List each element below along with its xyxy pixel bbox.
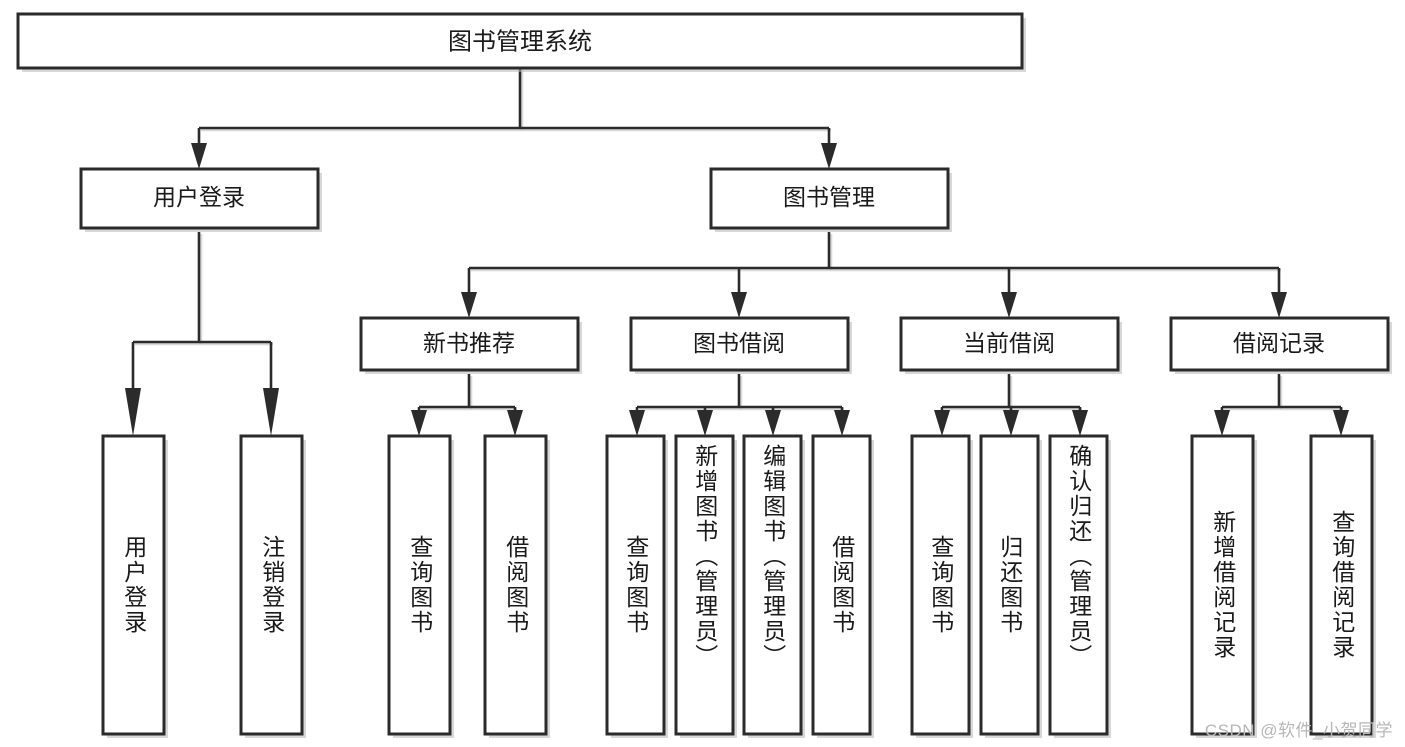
node-current-borrow-box[interactable] — [899, 316, 1120, 372]
leaf-box-newbook-query[interactable] — [387, 434, 452, 736]
node-current-borrow-label: 当前借阅 — [963, 330, 1055, 356]
node-new-book-recommend-label: 新书推荐 — [423, 330, 515, 356]
arrow-head-book-borrow — [731, 292, 747, 318]
node-book-borrow-box[interactable] — [629, 316, 850, 372]
edge-group-root-to-level2 — [191, 68, 837, 169]
edge-group-currentborrow-to-leaves — [934, 374, 1088, 436]
node-book-borrow-label: 图书借阅 — [693, 330, 785, 356]
leaf-box-currentborrow-return[interactable] — [979, 434, 1040, 736]
node-root-box[interactable] — [16, 12, 1024, 70]
arrow-head-book-manage — [821, 143, 837, 169]
edge-group-bookmanage-to-level3 — [461, 232, 1287, 318]
arrow-head-currentborrow-confirm — [1072, 410, 1088, 436]
node-new-book-recommend[interactable]: 新书推荐 — [359, 316, 582, 374]
leaf-boxes-group — [101, 434, 1376, 738]
leaf-box-logout[interactable] — [239, 434, 304, 736]
edge-group-borrowrecord-to-leaves — [1214, 374, 1349, 436]
arrow-head-borrowrecord-add — [1214, 410, 1230, 436]
arrow-head-borrowrecord-query — [1333, 410, 1349, 436]
arrow-head-currentborrow-query — [934, 410, 950, 436]
node-borrow-record-label: 借阅记录 — [1233, 330, 1325, 356]
arrow-head-leaf-logout — [263, 388, 279, 436]
node-root-system[interactable]: 图书管理系统 — [16, 12, 1026, 72]
leaf-box-bookborrow-add[interactable] — [674, 434, 735, 736]
node-book-borrow[interactable]: 图书借阅 — [629, 316, 852, 374]
edge-group-bookborrow-to-leaves — [629, 374, 850, 436]
leaf-box-borrowrecord-query[interactable] — [1309, 434, 1374, 736]
node-current-borrow[interactable]: 当前借阅 — [899, 316, 1122, 374]
edge-group-userlogin-to-leaves — [125, 232, 279, 436]
leaf-box-currentborrow-query[interactable] — [910, 434, 971, 736]
node-borrow-record-box[interactable] — [1169, 316, 1390, 372]
arrow-head-bookborrow-edit — [765, 410, 781, 436]
arrow-head-newbook-borrow — [507, 410, 523, 436]
node-borrow-record[interactable]: 借阅记录 — [1169, 316, 1392, 374]
node-book-manage[interactable]: 图书管理 — [709, 167, 952, 232]
leaf-box-bookborrow-edit[interactable] — [742, 434, 803, 736]
leaf-box-bookborrow-query[interactable] — [605, 434, 666, 736]
leaf-box-newbook-borrow[interactable] — [483, 434, 548, 736]
node-user-login-label: 用户登录 — [153, 184, 245, 210]
arrow-head-borrow-record — [1271, 292, 1287, 318]
arrow-head-leaf-user-login — [125, 388, 141, 436]
node-new-book-recommend-box[interactable] — [359, 316, 580, 372]
arrow-head-newbook-query — [411, 410, 427, 436]
node-user-login-box[interactable] — [79, 167, 320, 230]
arrow-head-current-borrow — [1001, 292, 1017, 318]
arrow-head-bookborrow-lend — [834, 410, 850, 436]
arrow-head-currentborrow-return — [1003, 410, 1019, 436]
arrow-head-bookborrow-add — [697, 410, 713, 436]
leaf-box-borrowrecord-add[interactable] — [1190, 434, 1255, 736]
arrow-head-new-book — [461, 292, 477, 318]
edge-group-newbook-to-leaves — [411, 374, 523, 436]
arrow-head-bookborrow-query — [629, 410, 645, 436]
arrow-head-user-login — [191, 143, 207, 169]
csdn-watermark: CSDN @软件_小贺同学 — [1204, 721, 1393, 740]
leaf-box-user-login[interactable] — [101, 434, 166, 736]
node-book-manage-label: 图书管理 — [783, 184, 875, 210]
node-root-label: 图书管理系统 — [448, 28, 592, 55]
leaf-box-currentborrow-confirm[interactable] — [1048, 434, 1109, 736]
node-user-login[interactable]: 用户登录 — [79, 167, 322, 232]
node-book-manage-box[interactable] — [709, 167, 950, 230]
leaf-box-bookborrow-lend[interactable] — [811, 434, 872, 736]
